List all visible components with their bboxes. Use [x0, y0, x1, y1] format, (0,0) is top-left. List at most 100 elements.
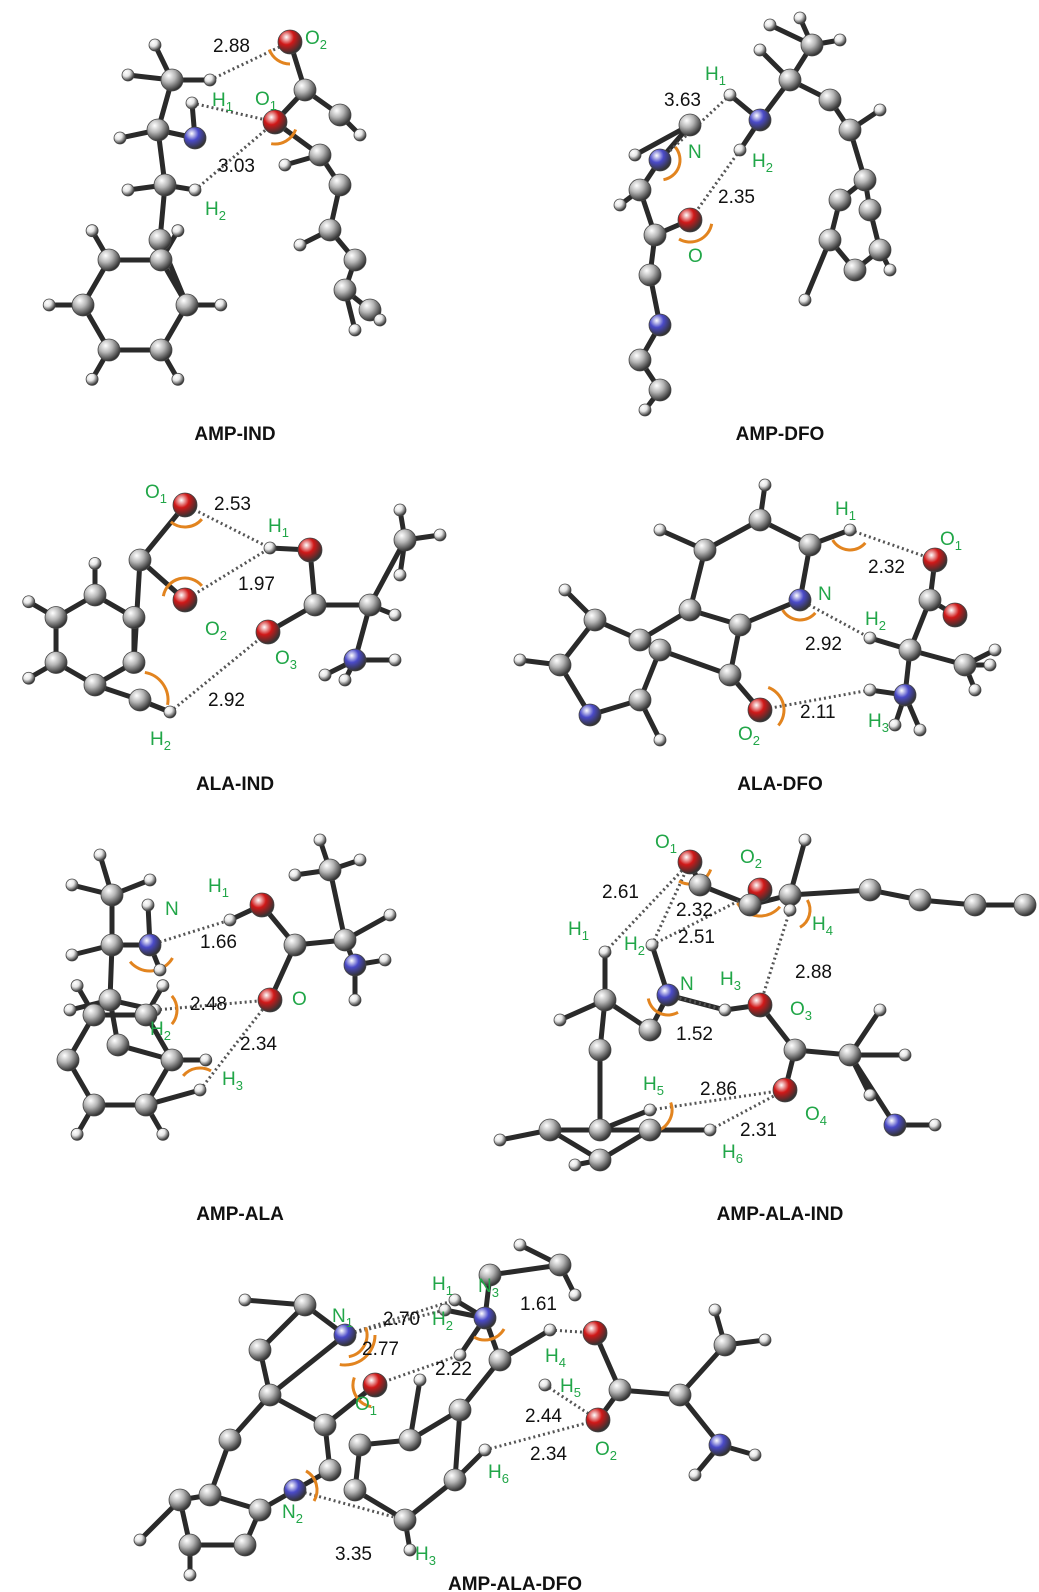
distance-label: 2.32 — [868, 557, 905, 578]
hydrogen-atom — [628, 148, 642, 162]
atom-label: H6 — [722, 1142, 743, 1166]
bond — [367, 537, 408, 608]
carbon-atom — [838, 1043, 862, 1067]
carbon-atom — [898, 638, 922, 662]
hydrogen-atom — [448, 1293, 462, 1307]
carbon-atom — [638, 1118, 662, 1142]
interaction-line — [650, 861, 692, 946]
atom-label: H1 — [705, 64, 726, 88]
panel-caption: AMP-ALA — [196, 1204, 284, 1225]
nitrogen-atom — [578, 703, 602, 727]
atom-label: O1 — [255, 89, 277, 113]
carbon-atom — [56, 1048, 80, 1072]
atom-label: H3 — [415, 1544, 436, 1568]
distance-label: 2.88 — [795, 962, 832, 983]
hydrogen-atom — [65, 948, 79, 962]
carbon-atom — [343, 248, 367, 272]
angle-arc — [831, 539, 867, 552]
hydrogen-atom — [873, 103, 887, 117]
carbon-atom — [678, 598, 702, 622]
oxygen-atom — [677, 207, 703, 233]
hydrogen-atom — [863, 683, 877, 697]
hydrogen-atom — [478, 1443, 492, 1457]
panel-caption: AMP-ALA-IND — [717, 1204, 844, 1225]
interaction-line — [294, 1488, 406, 1522]
oxygen-atom — [277, 29, 303, 55]
carbon-atom — [146, 118, 170, 142]
carbon-atom — [838, 118, 862, 142]
hydrogen-atom — [388, 608, 402, 622]
atom-label: H1 — [208, 876, 229, 900]
distance-label: 1.52 — [676, 1024, 713, 1045]
oxygen-atom — [677, 849, 703, 875]
hydrogen-atom — [403, 1543, 417, 1557]
hydrogen-atom — [388, 653, 402, 667]
carbon-atom — [858, 198, 882, 222]
carbon-atom — [134, 1003, 158, 1027]
hydrogen-atom — [85, 224, 99, 238]
hydrogen-atom — [148, 38, 162, 52]
hydrogen-atom — [568, 1288, 582, 1302]
bond — [787, 887, 873, 898]
carbon-atom — [97, 248, 121, 272]
carbon-atom — [160, 1048, 184, 1072]
angle-arc — [799, 899, 812, 929]
angle-arc — [646, 998, 679, 1017]
atom-label: O2 — [205, 619, 227, 643]
nitrogen-atom — [183, 126, 207, 150]
bond — [452, 1407, 463, 1483]
oxygen-atom — [942, 602, 968, 628]
distance-label: 2.31 — [740, 1120, 777, 1141]
nitrogen-atom — [748, 108, 772, 132]
distance-label: 2.70 — [383, 1309, 420, 1330]
oxygen-atom — [772, 1077, 798, 1103]
carbon-atom — [148, 228, 172, 252]
carbon-atom — [748, 508, 772, 532]
carbon-atom — [843, 258, 867, 282]
carbon-atom — [293, 1293, 317, 1317]
carbon-atom — [333, 278, 357, 302]
distance-label: 2.22 — [435, 1359, 472, 1380]
distance-label: 1.61 — [520, 1294, 557, 1315]
atom-label: N1 — [332, 1306, 353, 1330]
interaction-line — [799, 598, 871, 640]
carbon-atom — [100, 883, 124, 907]
carbon-atom — [303, 593, 327, 617]
hydrogen-atom — [723, 88, 737, 102]
angle-arc — [170, 994, 179, 1026]
bond — [657, 647, 733, 678]
interaction-line — [709, 1088, 786, 1132]
carbon-atom — [333, 928, 357, 952]
hydrogen-atom — [543, 1323, 557, 1337]
distance-label: 3.03 — [218, 156, 255, 177]
carbon-atom — [1013, 893, 1037, 917]
atom-label: H1 — [835, 499, 856, 523]
atom-label: H5 — [560, 1376, 581, 1400]
carbon-atom — [548, 653, 572, 677]
hydrogen-atom — [783, 903, 797, 917]
carbon-atom — [398, 1428, 422, 1452]
interaction-line — [198, 999, 272, 1091]
angle-arc — [348, 1326, 369, 1359]
carbon-atom — [248, 1338, 272, 1362]
hydrogen-atom — [703, 1123, 717, 1137]
hydrogen-atom — [493, 1133, 507, 1147]
hydrogen-atom — [393, 503, 407, 517]
atom-label: H2 — [205, 199, 226, 223]
hydrogen-atom — [70, 1127, 84, 1141]
carbon-atom — [728, 613, 752, 637]
interaction-line — [154, 998, 271, 1012]
hydrogen-atom — [93, 848, 107, 862]
carbon-atom — [283, 933, 307, 957]
atom-label: N — [688, 142, 702, 163]
carbon-atom — [693, 538, 717, 562]
distance-label: 2.77 — [362, 1339, 399, 1360]
carbon-atom — [628, 178, 652, 202]
interaction-line — [374, 1353, 461, 1387]
interaction-line — [169, 630, 269, 714]
carbon-atom — [628, 688, 652, 712]
hydrogen-atom — [214, 298, 228, 312]
carbon-atom — [149, 248, 173, 272]
carbon-atom — [308, 143, 332, 167]
hydrogen-atom — [70, 979, 84, 993]
